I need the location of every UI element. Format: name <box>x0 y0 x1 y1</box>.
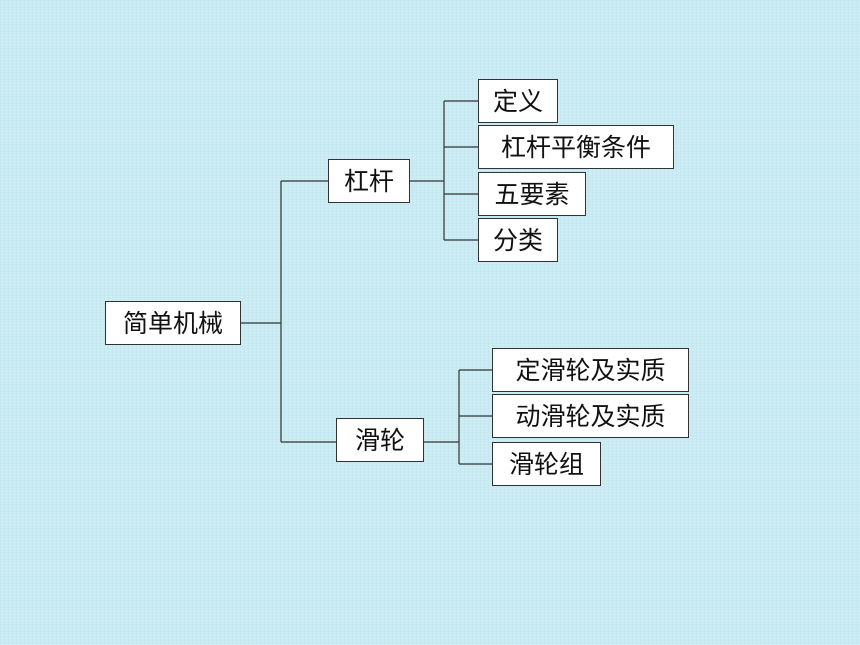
lever-child-five-elements: 五要素 <box>478 172 586 216</box>
pulley-child-fixed: 定滑轮及实质 <box>492 348 689 392</box>
root-node: 简单机械 <box>105 301 241 345</box>
pulley-child-movable: 动滑轮及实质 <box>492 394 689 438</box>
lever-node: 杠杆 <box>328 159 410 203</box>
lever-child-balance-condition: 杠杆平衡条件 <box>478 125 674 169</box>
pulley-child-block: 滑轮组 <box>492 442 601 486</box>
lever-child-definition: 定义 <box>478 79 558 123</box>
lever-child-classification: 分类 <box>478 218 558 262</box>
pulley-node: 滑轮 <box>336 418 424 462</box>
